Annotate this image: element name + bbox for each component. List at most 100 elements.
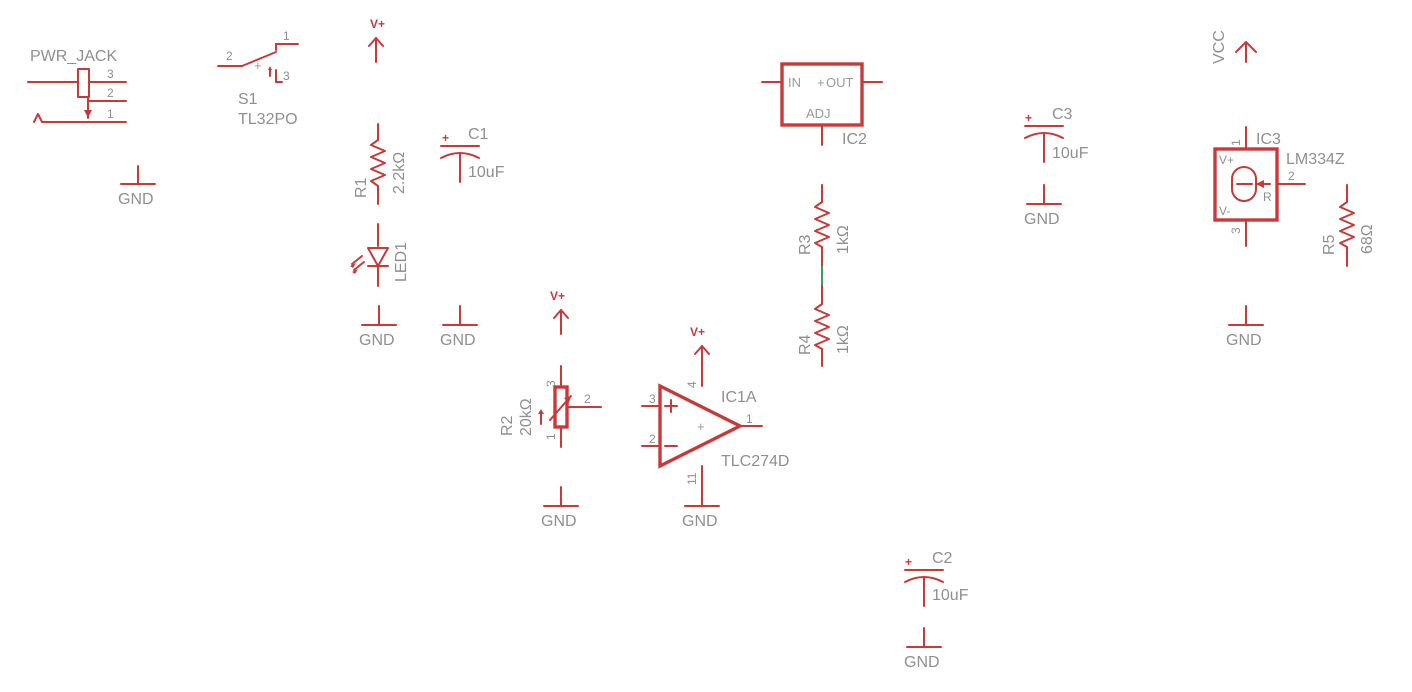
supply-vcc[interactable]: VCC <box>1211 30 1257 64</box>
ground-symbol[interactable]: GND <box>1226 305 1264 349</box>
ic1a-pin-label: 1 <box>746 412 753 426</box>
ic3-pin-label: 2 <box>1288 169 1295 183</box>
ic2-pin-label: IN <box>788 75 801 90</box>
pwr-jack-pin-label: 2 <box>107 86 114 100</box>
c3-polarity-mark: + <box>1025 111 1032 125</box>
resistor-r4[interactable]: R4 1kΩ <box>797 285 852 367</box>
c1-polarity-mark: + <box>442 131 449 145</box>
led1-light-ray <box>353 261 365 271</box>
ground-label: GND <box>359 332 395 349</box>
vcc-label: VCC <box>1211 30 1228 64</box>
regulator-ic2[interactable]: IN OUT ADJ + IC2 <box>761 62 883 148</box>
r3-value: 1kΩ <box>835 225 852 254</box>
pwr-jack-name: PWR_JACK <box>30 48 117 65</box>
supply-label: V+ <box>550 289 565 303</box>
s1-contact-3 <box>275 69 283 83</box>
resistor-r5[interactable]: R5 68Ω <box>1321 184 1376 267</box>
c3-value: 10uF <box>1052 145 1089 162</box>
ground-label: GND <box>440 332 476 349</box>
ic1a-name: IC1A <box>721 389 757 406</box>
supply-v-plus[interactable]: V+ <box>690 325 710 387</box>
pwr-jack-pin-label: 1 <box>107 107 114 121</box>
ground-label: GND <box>682 513 718 530</box>
r4-zigzag <box>814 303 830 350</box>
r2-adjust-arrow-icon <box>564 396 571 403</box>
s1-arrow-icon <box>268 66 272 70</box>
ic1a-value: TLC274D <box>721 453 789 470</box>
current-source-ic3[interactable]: V+ V- R 1 2 3 IC3 LM334Z <box>1213 126 1345 247</box>
ic2-origin-mark: + <box>817 75 825 90</box>
ic3-value: LM334Z <box>1286 151 1345 168</box>
ground-symbol[interactable]: GND <box>118 165 156 208</box>
r2-pin-label: 3 <box>544 380 558 387</box>
pwr-jack-pin-1-wire <box>33 113 127 123</box>
led1-light-arrow-icon <box>352 269 358 274</box>
r3-zigzag <box>814 201 830 248</box>
ground-symbol[interactable]: GND <box>1024 184 1062 228</box>
r4-value: 1kΩ <box>835 325 852 354</box>
ic1a-pin-label: 4 <box>685 381 699 388</box>
r2-pin-label: 2 <box>584 392 591 406</box>
pwr-jack[interactable]: PWR_JACK 3 2 1 <box>27 48 127 123</box>
opamp-ic1a[interactable]: + 3 2 4 11 1 IC1A TLC274D <box>641 381 789 488</box>
ground-label: GND <box>904 654 940 671</box>
c3-name: C3 <box>1052 106 1073 123</box>
ground-symbol[interactable]: GND <box>359 305 397 349</box>
supply-v-plus[interactable]: V+ <box>550 289 569 335</box>
potentiometer-r2[interactable]: 3 2 1 R2 20kΩ <box>499 365 602 448</box>
ic3-pin-label: 3 <box>1229 227 1243 234</box>
ground-label: GND <box>541 513 577 530</box>
led1-triangle <box>367 247 389 267</box>
s1-name: S1 <box>238 91 258 108</box>
ground-symbol[interactable]: GND <box>541 486 579 530</box>
r2-value: 20kΩ <box>518 398 535 436</box>
switch-s1[interactable]: + 2 1 3 S1 TL32PO <box>217 29 299 128</box>
r5-zigzag <box>1339 201 1355 248</box>
ground-symbol[interactable]: GND <box>682 486 720 530</box>
c1-name: C1 <box>468 126 489 143</box>
supply-v-plus[interactable]: V+ <box>368 17 385 63</box>
ic3-pin-label: R <box>1263 190 1272 204</box>
r1-zigzag <box>370 139 386 187</box>
c2-name: C2 <box>932 550 953 567</box>
ground-label: GND <box>118 191 154 208</box>
capacitor-c1[interactable]: + C1 10uF <box>440 126 505 183</box>
r2-pin-label: 1 <box>544 433 558 440</box>
led-led1[interactable]: LED1 <box>350 223 410 287</box>
ic3-adjust-arrow-icon <box>1256 180 1264 188</box>
ic2-name: IC2 <box>842 131 867 148</box>
supply-label: V+ <box>690 325 705 339</box>
c2-polarity-mark: + <box>905 555 912 569</box>
ic1a-pin-label: 3 <box>649 392 656 406</box>
s1-pin-label: 2 <box>226 49 233 63</box>
resistor-r1[interactable]: R1 2.2kΩ <box>353 123 408 205</box>
resistor-r3[interactable]: R3 1kΩ <box>797 184 852 267</box>
supply-label: V+ <box>370 17 385 31</box>
r3-name: R3 <box>797 234 814 255</box>
r1-value: 2.2kΩ <box>391 152 408 194</box>
ic1a-origin-mark: + <box>697 419 705 434</box>
c1-value: 10uF <box>468 164 505 181</box>
ic3-pin-label: V+ <box>1219 153 1234 167</box>
capacitor-c2[interactable]: + C2 10uF <box>904 550 969 607</box>
ic2-pin-label: ADJ <box>806 106 831 121</box>
s1-value: TL32PO <box>238 111 298 128</box>
led1-light-ray <box>351 255 363 265</box>
r5-name: R5 <box>1321 234 1338 255</box>
pwr-jack-arrow-icon <box>84 110 92 118</box>
r5-value: 68Ω <box>1359 224 1376 254</box>
ic3-pin-label: V- <box>1219 204 1230 218</box>
ic3-pin-label: 1 <box>1229 139 1243 146</box>
s1-pin-label: 1 <box>283 29 290 43</box>
led1-light-arrow-icon <box>350 263 356 268</box>
ground-symbol[interactable]: GND <box>904 627 942 671</box>
r1-name: R1 <box>353 177 370 198</box>
ic2-pin-label: OUT <box>826 75 854 90</box>
pwr-jack-pin-label: 3 <box>107 67 114 81</box>
r2-name: R2 <box>499 415 516 436</box>
ic3-name: IC3 <box>1256 131 1281 148</box>
s1-lever <box>241 51 277 67</box>
ground-symbol[interactable]: GND <box>440 305 478 349</box>
capacitor-c3[interactable]: + C3 10uF <box>1024 106 1089 163</box>
